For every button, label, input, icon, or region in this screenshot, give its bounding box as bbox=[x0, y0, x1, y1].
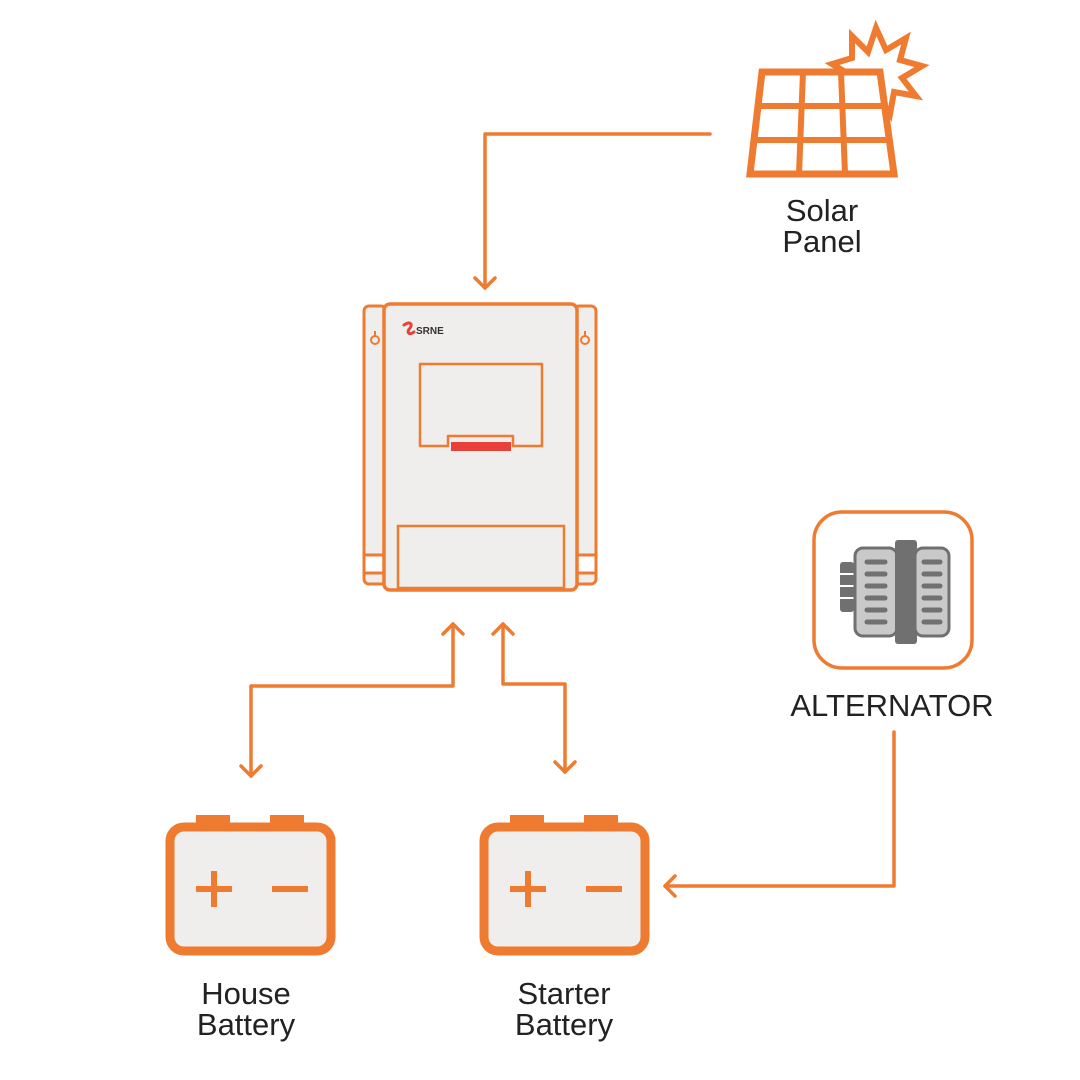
alternator-icon bbox=[812, 510, 974, 670]
starter-battery-label-line1: Starter bbox=[517, 976, 610, 1011]
controller-to-house-battery-line bbox=[239, 622, 465, 778]
controller-to-starter-battery-line bbox=[491, 622, 577, 774]
starter-battery-icon bbox=[479, 815, 650, 956]
starter-battery-label-line2: Battery bbox=[515, 1007, 614, 1042]
house-battery-icon bbox=[165, 815, 336, 956]
alternator-to-starter-battery-line bbox=[663, 730, 896, 898]
solar-panel-label-line1: Solar bbox=[786, 193, 858, 228]
house-battery-label-line2: Battery bbox=[197, 1007, 296, 1042]
solar-to-controller-line bbox=[473, 132, 712, 290]
controller-brand-logo: SRNE bbox=[416, 326, 444, 337]
alternator-label: ALTERNATOR bbox=[790, 688, 993, 723]
solar-panel-icon bbox=[746, 19, 930, 178]
solar-panel-label-line2: Panel bbox=[782, 224, 861, 259]
charge-controller-icon bbox=[362, 302, 598, 592]
house-battery-label-line1: House bbox=[201, 976, 291, 1011]
